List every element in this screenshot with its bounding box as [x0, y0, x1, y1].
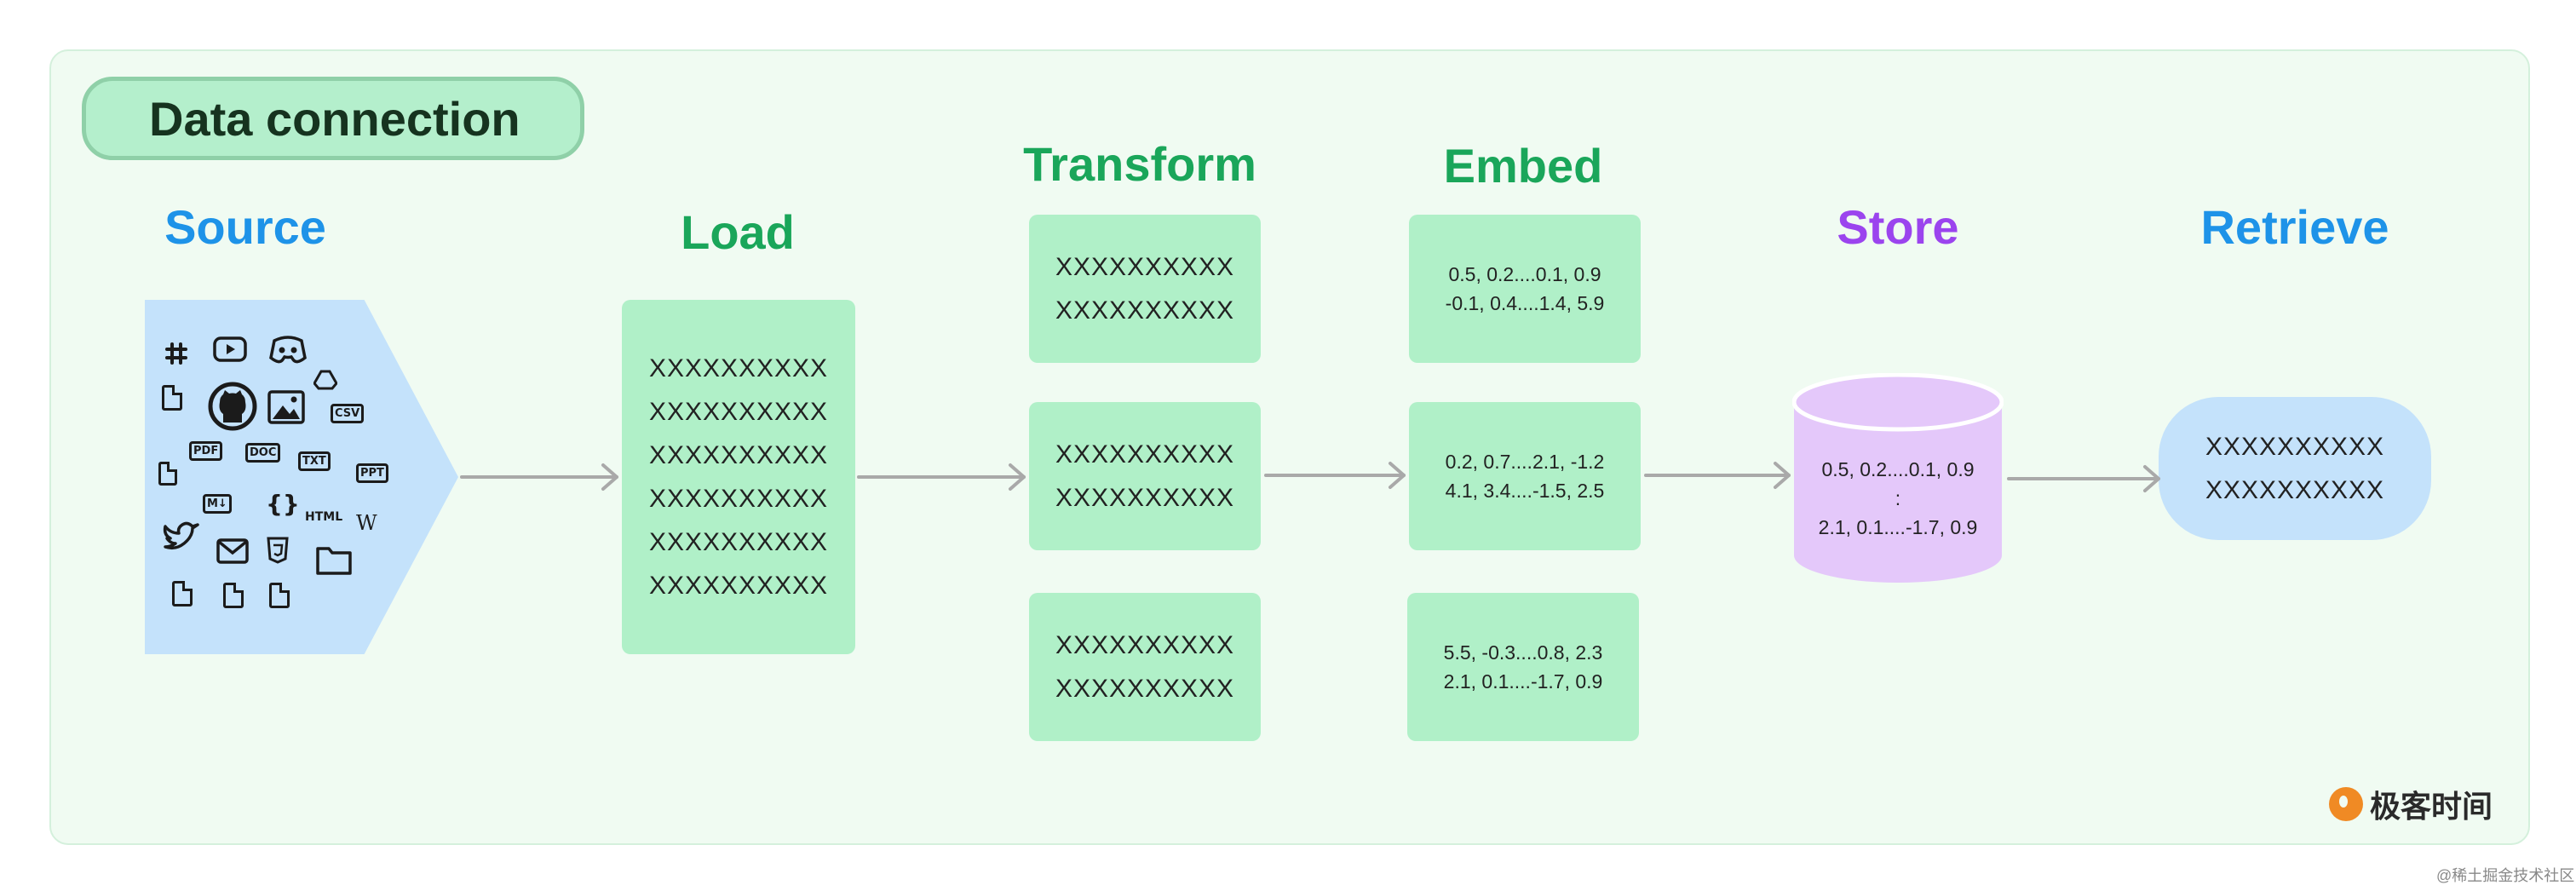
load-line: XXXXXXXXXX — [648, 398, 829, 426]
chunk-line: XXXXXXXXXX — [1055, 631, 1235, 659]
stage-label-load: Load — [681, 205, 795, 259]
embedding-vector: 0.5, 0.2....0.1, 0.9 -0.1, 0.4....1.4, 5… — [1409, 215, 1641, 363]
load-line: XXXXXXXXXX — [648, 354, 829, 382]
vector-line: 0.5, 0.2....0.1, 0.9 — [1448, 263, 1601, 285]
vector-line: 2.1, 0.1....-1.7, 0.9 — [1443, 670, 1603, 693]
pdf-icon: PDF — [189, 441, 223, 461]
arrow-transform-to-embed — [1264, 462, 1406, 489]
ppt-icon: PPT — [356, 463, 388, 483]
retrieve-line: XXXXXXXXXX — [2205, 476, 2385, 504]
load-line: XXXXXXXXXX — [648, 441, 829, 469]
load-line: XXXXXXXXXX — [648, 528, 829, 556]
stage-label-source: Source — [164, 200, 326, 254]
logo-text: 极客时间 — [2370, 789, 2493, 824]
load-line: XXXXXXXXXX — [648, 485, 829, 513]
arrow-source-to-load — [460, 463, 618, 491]
transform-chunk: XXXXXXXXXX XXXXXXXXXX — [1029, 593, 1261, 741]
publisher-logo: 极客时间 — [2329, 782, 2493, 826]
diagram-canvas — [49, 49, 2530, 845]
arrow-store-to-retrieve — [2007, 465, 2160, 492]
mail-icon — [216, 538, 249, 564]
file-icon — [162, 385, 182, 411]
wikipedia-icon: W — [356, 511, 377, 535]
vector-line: 4.1, 3.4....-1.5, 2.5 — [1445, 480, 1605, 502]
slack-icon — [165, 342, 187, 365]
watermark-text: @稀土掘金技术社区 — [2436, 867, 2575, 884]
github-icon — [208, 382, 257, 431]
logo-mark-icon — [2329, 787, 2363, 821]
chunk-line: XXXXXXXXXX — [1055, 484, 1235, 512]
vector-store-cylinder: 0.5, 0.2....0.1, 0.9 : 2.1, 0.1....-1.7,… — [1792, 373, 2004, 586]
stage-label-store: Store — [1837, 200, 1959, 254]
text-file-icon — [223, 583, 244, 608]
twitter-icon — [163, 521, 199, 550]
retrieve-line: XXXXXXXXXX — [2205, 433, 2385, 461]
chunk-line: XXXXXXXXXX — [1055, 440, 1235, 468]
discord-icon — [269, 336, 307, 364]
youtube-icon — [213, 336, 247, 362]
stage-label-transform: Transform — [1023, 137, 1256, 191]
code-file-icon: {} — [266, 490, 300, 518]
store-line: 0.5, 0.2....0.1, 0.9 — [1821, 458, 1975, 480]
image-icon — [267, 390, 305, 424]
markdown-icon: M↓ — [203, 494, 232, 514]
folder-icon — [316, 547, 352, 575]
embedding-vector: 5.5, -0.3....0.8, 2.3 2.1, 0.1....-1.7, … — [1407, 593, 1639, 741]
chunk-line: XXXXXXXXXX — [1055, 296, 1235, 325]
stage-label-embed: Embed — [1443, 139, 1603, 193]
chunk-line: XXXXXXXXXX — [1055, 253, 1235, 281]
transform-chunk: XXXXXXXXXX XXXXXXXXXX — [1029, 402, 1261, 550]
stage-label-retrieve: Retrieve — [2200, 200, 2389, 254]
csv-icon: CSV — [331, 404, 365, 423]
load-document-box: XXXXXXXXXX XXXXXXXXXX XXXXXXXXXX XXXXXXX… — [622, 300, 855, 654]
text-file-icon — [158, 462, 177, 486]
file-icon — [269, 583, 290, 608]
store-line: 2.1, 0.1....-1.7, 0.9 — [1818, 516, 1978, 538]
txt-icon: TXT — [298, 451, 331, 471]
vector-line: 5.5, -0.3....0.8, 2.3 — [1443, 641, 1603, 664]
vector-line: 0.2, 0.7....2.1, -1.2 — [1445, 451, 1605, 473]
css-icon — [267, 537, 289, 564]
vector-line: -0.1, 0.4....1.4, 5.9 — [1445, 292, 1605, 314]
retrieve-result: XXXXXXXXXX XXXXXXXXXX — [2159, 397, 2431, 540]
store-line: : — [1895, 487, 1901, 509]
diagram-title: Data connection — [82, 77, 584, 160]
chunk-line: XXXXXXXXXX — [1055, 675, 1235, 703]
arrow-load-to-transform — [857, 463, 1026, 491]
google-drive-icon — [313, 370, 337, 390]
transform-chunk: XXXXXXXXXX XXXXXXXXXX — [1029, 215, 1261, 363]
html-icon: HTML — [305, 510, 343, 524]
load-line: XXXXXXXXXX — [648, 572, 829, 600]
cylinder-shape — [1792, 373, 2004, 583]
doc-icon: DOC — [245, 443, 281, 463]
embedding-vector: 0.2, 0.7....2.1, -1.2 4.1, 3.4....-1.5, … — [1409, 402, 1641, 550]
arrow-embed-to-store — [1644, 462, 1791, 489]
file-icon — [172, 581, 193, 606]
